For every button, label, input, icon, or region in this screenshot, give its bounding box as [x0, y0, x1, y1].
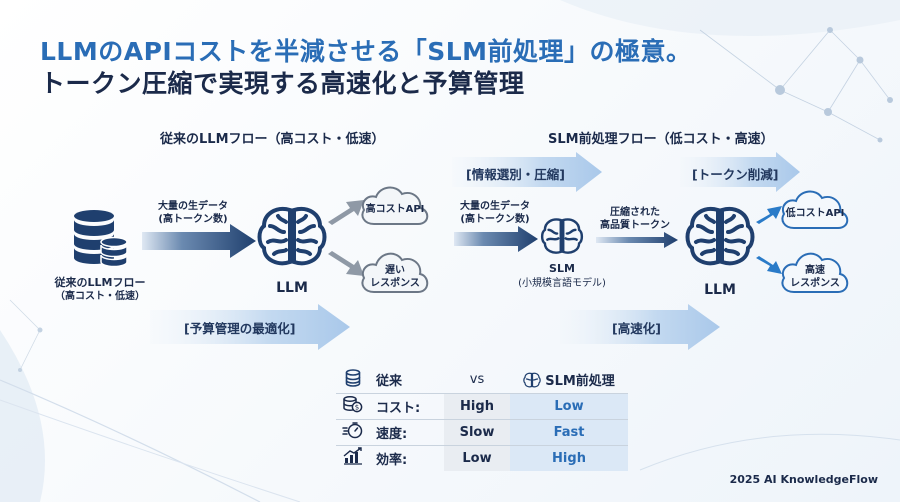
cloud-icon	[361, 186, 429, 225]
token-reduction-tag: [トークン削減]	[692, 167, 779, 182]
coin-icon: $	[343, 396, 363, 413]
comparison-header-new: SLM前処理	[545, 374, 615, 390]
cost-label: コスト:	[370, 393, 444, 420]
right-input-label-line-1: 大量の生データ	[460, 201, 530, 212]
comparison-header-old: 従来	[370, 367, 444, 394]
arrow-to-low-cost-icon	[756, 206, 782, 224]
speed-up-tag: [高速化]	[612, 321, 661, 336]
database-caption-line-1: 従来のLLMフロー	[54, 276, 146, 289]
brain-icon	[257, 207, 327, 266]
footer-credit: 2025 AI KnowledgeFlow	[729, 473, 878, 486]
cost-old-value: High	[444, 393, 510, 420]
cloud-icon	[781, 252, 849, 293]
speed-new-value: Fast	[510, 419, 628, 446]
compressed-token-arrow	[596, 232, 678, 248]
comparison-header-new-cell: SLM前処理	[510, 367, 628, 394]
small-brain-icon	[540, 218, 584, 254]
right-input-arrow	[454, 226, 538, 252]
efficiency-label: 効率:	[376, 452, 408, 468]
token-banner-arrow	[680, 152, 800, 192]
budget-optimization-tag: [予算管理の最適化]	[184, 321, 296, 336]
svg-text:$: $	[355, 404, 359, 412]
database-icon	[345, 368, 361, 387]
speed-banner-arrow	[560, 304, 720, 350]
cloud-icon	[361, 252, 429, 293]
database-caption-line-2: （高コスト・低速）	[55, 291, 145, 302]
slide-title-line-2: トークン圧縮で実現する高速化と予算管理	[40, 69, 525, 98]
arrow-to-high-cost-icon	[328, 200, 364, 225]
speed-old-value: Slow	[444, 419, 510, 446]
stopwatch-icon	[342, 422, 363, 439]
left-llm-label: LLM	[276, 280, 308, 296]
right-flow-heading: SLM前処理フロー（低コスト・高速）	[548, 132, 774, 147]
right-llm-label: LLM	[704, 282, 736, 298]
arrow-to-slow-response-icon	[328, 251, 364, 276]
left-input-label-line-2: (高トークン数)	[158, 214, 228, 225]
bar-chart-icon	[343, 447, 362, 465]
slm-label: SLM	[549, 262, 575, 275]
cloud-low-cost-api-label: 低コストAPI	[785, 208, 845, 219]
efficiency-old-value: Low	[444, 445, 510, 471]
slide-title-line-1: LLMのAPIコストを半減させる「SLM前処理」の極意。	[40, 37, 692, 66]
comparison-header-row: 従来 vs SLM前処理	[336, 367, 628, 394]
cloud-slow-response-label-2: レスポンス	[370, 278, 420, 289]
database-icon	[74, 210, 128, 268]
comparison-table: 従来 vs SLM前処理	[336, 367, 628, 471]
comparison-row-efficiency: 効率: Low High	[336, 445, 628, 471]
efficiency-icon-cell	[336, 445, 370, 471]
cloud-high-cost-api-label: 高コストAPI	[365, 204, 425, 215]
efficiency-new-value: High	[510, 445, 628, 471]
compressed-token-label-line-2: 高品質トークン	[600, 220, 670, 231]
left-flow-heading: 従来のLLMフロー（高コスト・低速）	[160, 132, 385, 147]
comparison-row-cost: $ コスト: High Low	[336, 393, 628, 420]
cloud-fast-response-label-2: レスポンス	[790, 278, 840, 289]
compressed-token-label-line-1: 圧縮された	[610, 207, 660, 218]
right-input-label-line-2: (高トークン数)	[460, 214, 530, 225]
slm-sub-label: (小規模言語モデル)	[518, 278, 606, 289]
comparison-header-icon-cell	[336, 367, 370, 394]
filter-banner-arrow	[452, 152, 602, 192]
brain-icon	[685, 207, 755, 266]
budget-banner-arrow	[150, 304, 350, 350]
comparison-header-vs: vs	[444, 367, 510, 394]
cloud-slow-response-label-1: 遅い	[385, 265, 405, 276]
cost-icon-cell: $	[336, 393, 370, 420]
cloud-fast-response-label-1: 高速	[805, 265, 825, 276]
left-input-label-line-1: 大量の生データ	[158, 201, 228, 212]
left-input-arrow	[142, 224, 256, 258]
cloud-icon	[781, 190, 849, 229]
speed-icon-cell	[336, 419, 370, 446]
arrow-to-fast-response-icon	[756, 256, 782, 274]
cost-new-value: Low	[510, 393, 628, 420]
speed-label: 速度:	[370, 419, 444, 446]
comparison-row-speed: 速度: Slow Fast	[336, 419, 628, 446]
filter-compress-tag: [情報選別・圧縮]	[466, 167, 565, 182]
brain-icon	[523, 372, 541, 388]
